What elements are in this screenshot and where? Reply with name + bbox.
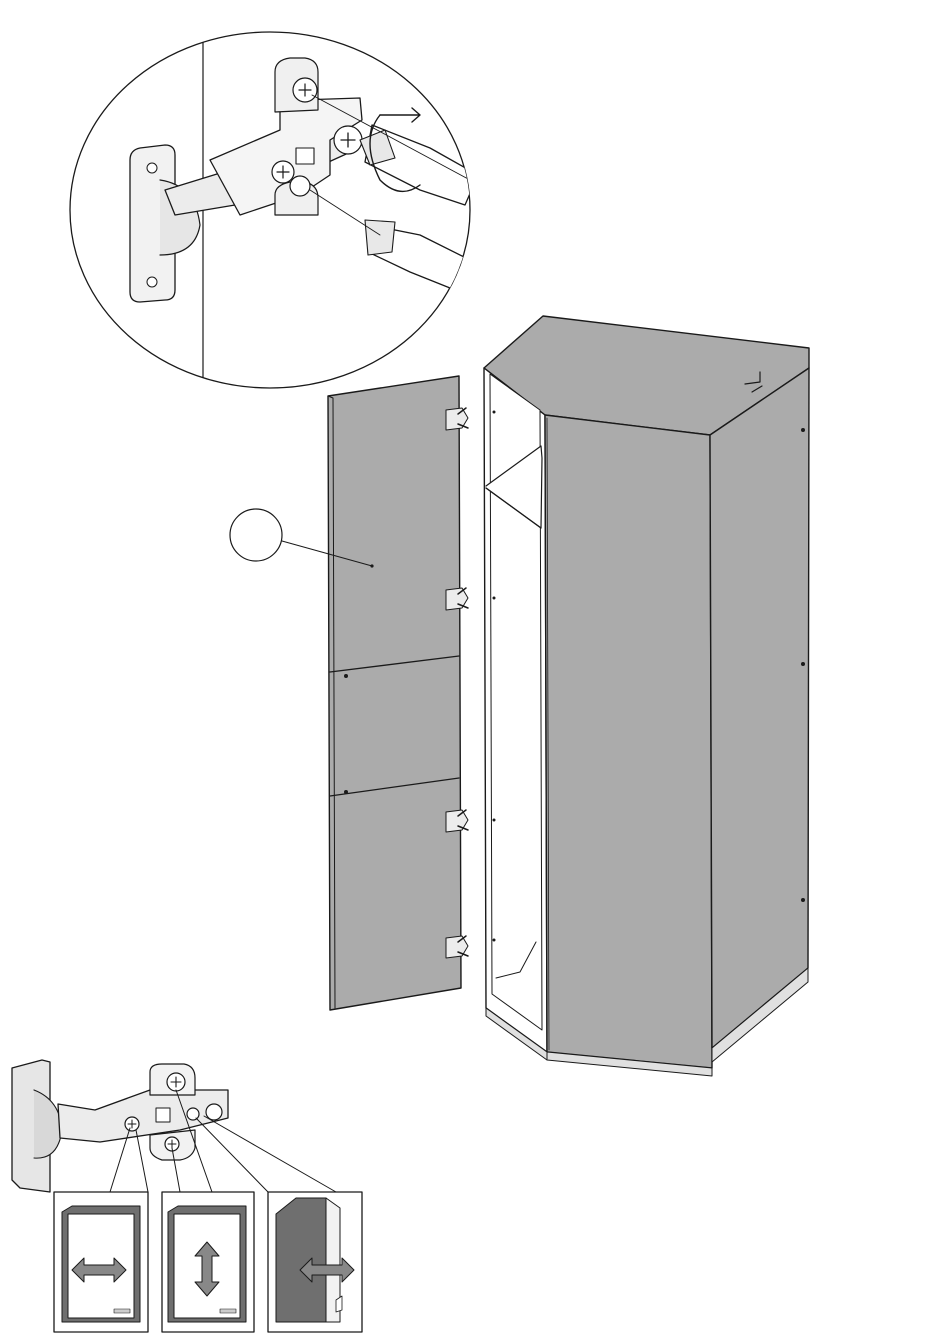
door-hinge-4 xyxy=(446,936,468,958)
adjustment-window xyxy=(296,148,314,164)
door-hinge-3 xyxy=(446,810,468,832)
door-panel xyxy=(328,376,461,1010)
adjust-screw-depth-icon xyxy=(187,1108,199,1120)
door-hinge-1 xyxy=(446,408,468,430)
door-hinge-2 xyxy=(446,588,468,610)
side-hole-icon xyxy=(801,898,805,902)
adjust-hinge-arm xyxy=(58,1090,228,1142)
door-hole-icon xyxy=(344,674,348,678)
cup-screw-bottom-icon xyxy=(147,277,157,287)
hinge-zoom-detail xyxy=(70,30,478,390)
door-hole-icon xyxy=(344,790,348,794)
cabinet-right-side xyxy=(710,368,809,1048)
screwdriver-tip-lower xyxy=(365,220,395,255)
cabinet-front-door xyxy=(545,415,712,1068)
side-hole-icon xyxy=(801,428,805,432)
plate-screw-bottom-icon xyxy=(290,176,310,196)
side-hole-icon xyxy=(801,662,805,666)
cup-screw-top-icon xyxy=(147,163,157,173)
part-callout-circle xyxy=(230,509,282,561)
wardrobe-assembly xyxy=(230,316,809,1076)
hinge-adjustment-detail xyxy=(12,1060,362,1332)
